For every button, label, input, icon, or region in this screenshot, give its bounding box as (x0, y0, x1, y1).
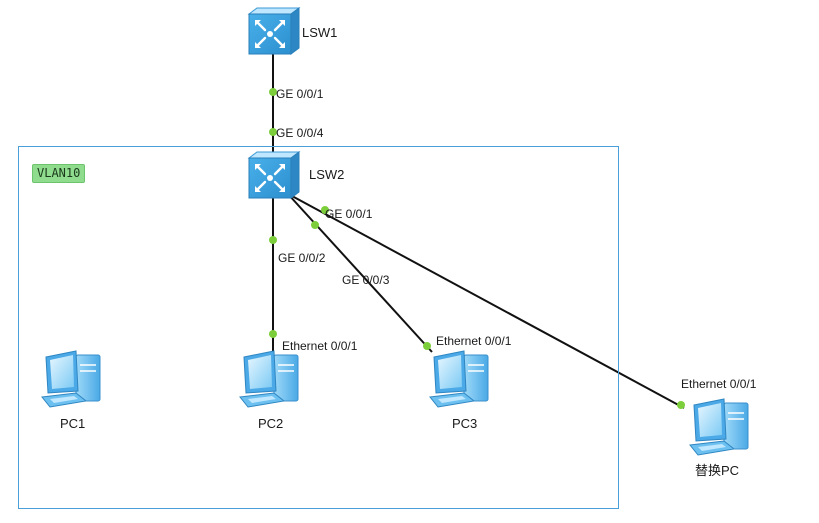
port-dot-pc4-eth (677, 401, 685, 409)
lsw1-label: LSW1 (302, 25, 338, 40)
pc1-label: PC1 (60, 416, 86, 431)
lsw1-port-ge001: GE 0/0/1 (276, 87, 324, 101)
pc2-port-eth: Ethernet 0/0/1 (282, 339, 358, 353)
vlan-label: VLAN10 (32, 164, 86, 183)
pc4-label: 替换PC (695, 463, 740, 478)
port-dot-pc2-eth (269, 330, 277, 338)
lsw1-switch-icon[interactable] (247, 6, 301, 56)
lsw2-label: LSW2 (309, 167, 345, 182)
link-lsw2-pc3 (287, 193, 433, 353)
port-dot-lsw2-ge004 (269, 128, 277, 136)
lsw2-port-ge004: GE 0/0/4 (276, 126, 324, 140)
pc3-label: PC3 (452, 416, 478, 431)
vlan10-boundary (18, 146, 619, 509)
port-dot-pc3-eth (423, 342, 431, 350)
port-dot-lsw2-ge003 (311, 221, 319, 229)
pc4-port-eth: Ethernet 0/0/1 (681, 377, 757, 391)
pc4-pc-icon[interactable] (689, 398, 749, 456)
pc3-port-eth: Ethernet 0/0/1 (436, 334, 512, 348)
pc2-label: PC2 (258, 416, 284, 431)
port-dot-lsw2-ge002 (269, 236, 277, 244)
lsw2-port-ge002: GE 0/0/2 (278, 251, 326, 265)
port-dot-lsw2-ge001 (321, 206, 329, 214)
lsw2-port-ge003: GE 0/0/3 (342, 273, 390, 287)
port-dot-lsw1-ge001 (269, 88, 277, 96)
lsw2-port-ge001: GE 0/0/1 (325, 207, 373, 221)
